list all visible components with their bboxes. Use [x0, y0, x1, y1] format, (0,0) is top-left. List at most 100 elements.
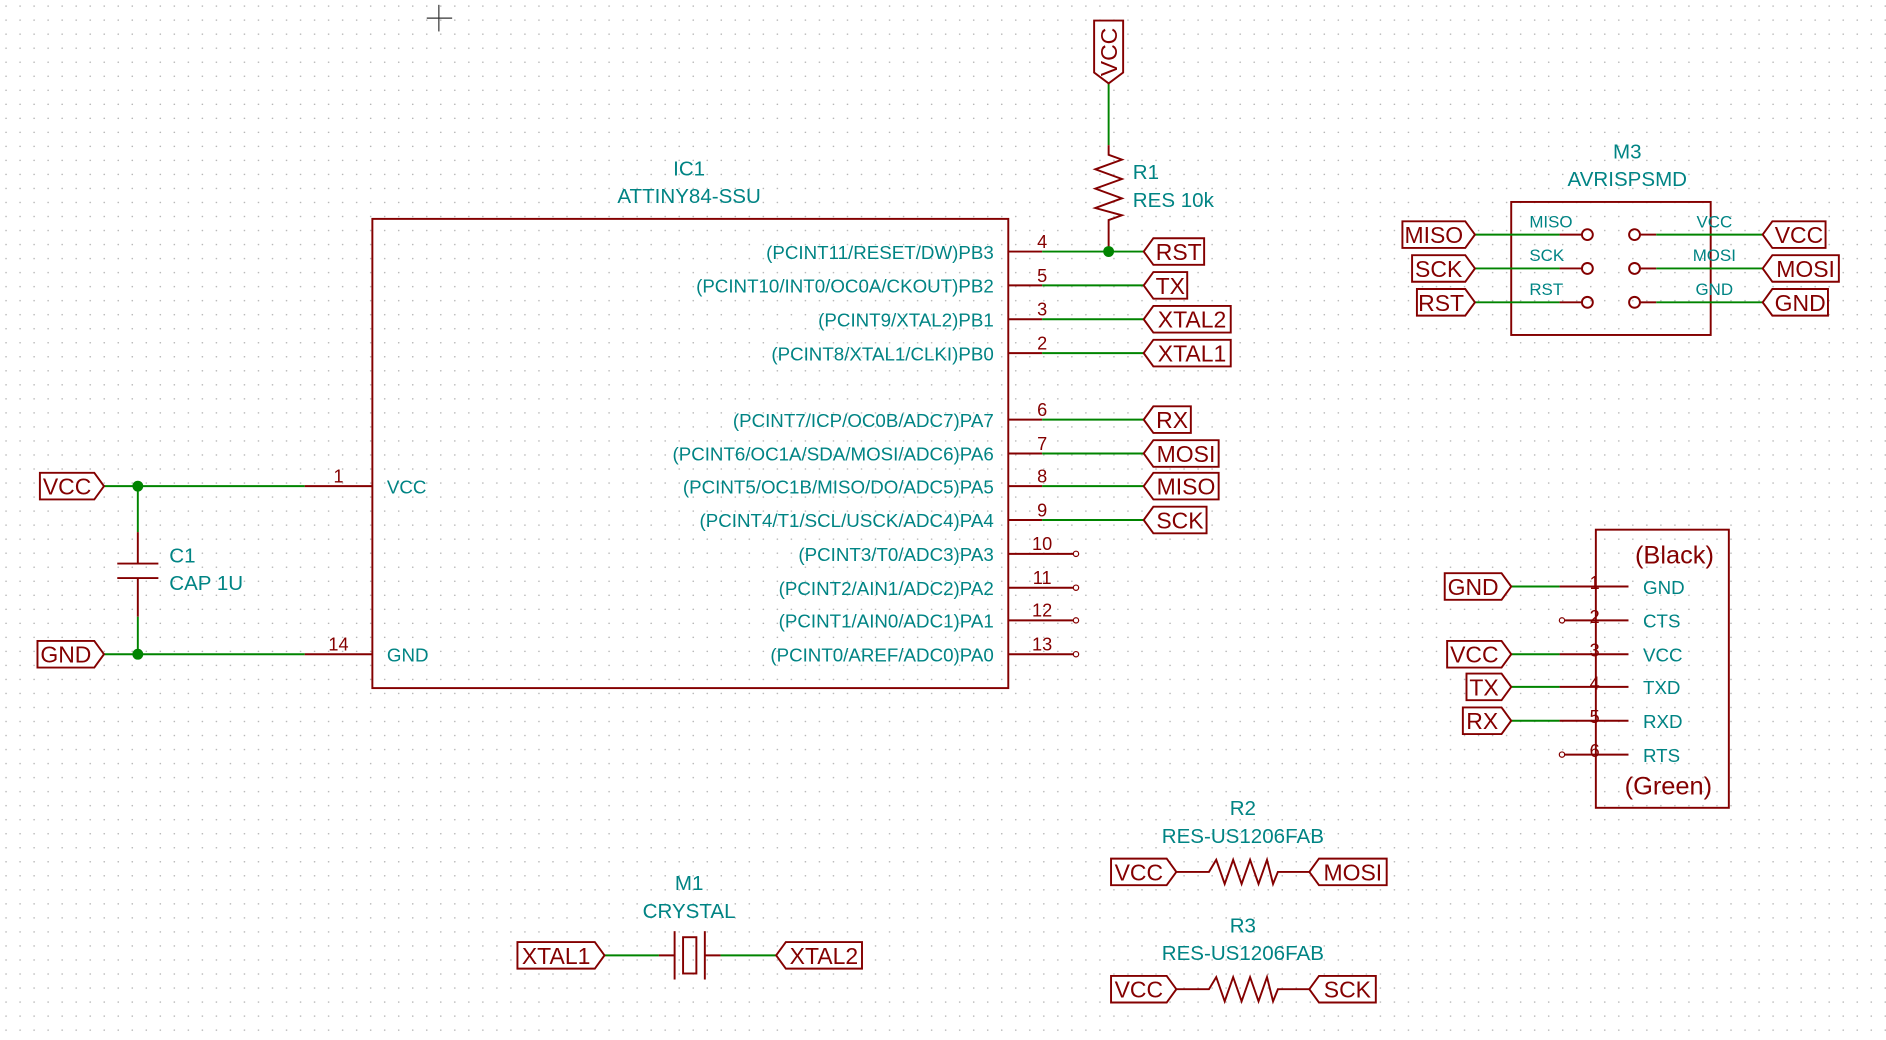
net-label-vcc-vertical[interactable]: VCC [1093, 19, 1125, 85]
net-label-shape [1761, 288, 1829, 317]
net-label-miso[interactable]: MISO [1142, 471, 1220, 501]
ic1-pin-number: 6 [1037, 400, 1047, 420]
ftdi-pin-name: RXD [1643, 711, 1683, 732]
m3-pin-circle [1580, 295, 1594, 309]
net-label-shape [1142, 471, 1220, 501]
r3-value: RES-US1206FAB [1162, 942, 1324, 965]
net-label-shape [1142, 271, 1189, 300]
ic1-pin-name: (PCINT2/AIN1/ADC2)PA2 [779, 578, 994, 599]
net-label-shape [1443, 572, 1513, 601]
m3-value: AVRISPSMD [1568, 168, 1687, 191]
m1-ref: M1 [675, 872, 704, 895]
net-label-rx[interactable]: RX [1142, 405, 1192, 434]
m3-pin-name: RST [1529, 280, 1563, 299]
crosshair-cursor-icon [426, 4, 453, 32]
net-label-xtal2[interactable]: XTAL2 [1142, 304, 1232, 334]
net-label-sck[interactable]: SCK [1142, 505, 1208, 535]
net-label-gnd[interactable]: GND [1761, 288, 1829, 317]
net-label-shape [1110, 857, 1178, 887]
ic1-pin-name: (PCINT7/ICP/OC0B/ADC7)PA7 [733, 410, 994, 431]
net-label-sck[interactable]: SCK [1411, 254, 1477, 283]
ic1-pin-number: 8 [1037, 467, 1047, 487]
net-label-gnd[interactable]: GND [36, 639, 106, 669]
net-label-xtal1[interactable]: XTAL1 [1142, 338, 1232, 368]
ic1-pin-number: 11 [1033, 568, 1052, 588]
net-label-shape [516, 941, 606, 970]
net-label-vcc[interactable]: VCC [1446, 639, 1513, 669]
ic1-pin-name: (PCINT10/INT0/OC0A/CKOUT)PB2 [696, 276, 994, 297]
junction-dot [132, 480, 144, 492]
ftdi-pin-number: 6 [1590, 741, 1600, 761]
ic1-pin-number: 5 [1037, 266, 1047, 286]
net-label-vcc[interactable]: VCC [1110, 857, 1178, 887]
net-label-miso[interactable]: MISO [1401, 220, 1477, 249]
no-connect-pin-end-icon [1072, 584, 1080, 591]
ftdi-bottom-text: (Green) [1625, 773, 1712, 801]
net-label-text: XTAL2 [1158, 307, 1227, 333]
ftdi-header[interactable]: (Black) (Green) [1594, 528, 1730, 809]
net-label-mosi[interactable]: MOSI [1142, 439, 1220, 468]
ic1-pin-name: (PCINT1/AIN0/ADC1)PA1 [779, 611, 994, 632]
ftdi-pin-name: VCC [1643, 644, 1683, 665]
net-label-text: MOSI [1776, 256, 1835, 282]
net-label-text: MISO [1157, 474, 1216, 500]
net-label-vcc[interactable]: VCC [1110, 974, 1178, 1004]
net-label-shape [1308, 974, 1377, 1004]
ftdi-pin-number: 4 [1590, 673, 1600, 693]
ic1-pin-number: 7 [1037, 434, 1047, 454]
m3-pin-name: SCK [1529, 246, 1564, 265]
net-label-shape [1761, 220, 1827, 249]
ftdi-top-text: (Black) [1635, 542, 1714, 570]
net-label-text: GND [1448, 574, 1499, 600]
r1-component[interactable]: R1 RES 10k VCC [1092, 19, 1215, 257]
ftdi-body[interactable] [1594, 528, 1730, 809]
m1-crystal[interactable]: M1 CRYSTAL [604, 872, 777, 980]
net-label-vcc[interactable]: VCC [1761, 220, 1827, 249]
ic1-pin-number: 2 [1037, 333, 1047, 353]
net-label-text: VCC [1775, 222, 1823, 248]
ic1-pin-number: 10 [1032, 534, 1052, 554]
net-label-shape [1110, 974, 1178, 1004]
net-label-text: GND [1775, 290, 1826, 316]
net-label-text: RX [1156, 407, 1188, 433]
m3-pin-circle [1580, 228, 1594, 242]
ftdi-pin-name: RTS [1643, 745, 1680, 766]
c1-value: CAP 1U [169, 572, 243, 595]
net-label-tx[interactable]: TX [1142, 271, 1189, 300]
m3-ref: M3 [1613, 140, 1642, 163]
net-label-shape [36, 639, 106, 669]
net-label-sck[interactable]: SCK [1308, 974, 1377, 1004]
net-label-shape [774, 941, 863, 970]
c1-component[interactable]: C1 CAP 1U [117, 486, 243, 655]
net-label-mosi[interactable]: MOSI [1308, 857, 1388, 887]
ftdi-pin-name: CTS [1643, 611, 1680, 632]
net-label-xtal1[interactable]: XTAL1 [516, 941, 606, 970]
r3-ref: R3 [1230, 914, 1256, 937]
net-label-rst[interactable]: RST [1415, 288, 1477, 317]
ic1-pin-name: (PCINT6/OC1A/SDA/MOSI/ADC6)PA6 [672, 444, 993, 465]
net-label-text: MOSI [1157, 441, 1216, 467]
net-label-gnd[interactable]: GND [1443, 572, 1513, 601]
net-label-xtal2[interactable]: XTAL2 [774, 941, 863, 970]
net-label-shape [1142, 405, 1192, 434]
ic1-pin-name: VCC [387, 476, 427, 497]
r3-component[interactable]: R3 RES-US1206FAB [1162, 914, 1324, 1005]
net-label-rst[interactable]: RST [1142, 237, 1206, 266]
no-connect-pin-end-icon [1558, 617, 1566, 624]
net-label-mosi[interactable]: MOSI [1761, 254, 1840, 283]
net-label-shape [1142, 304, 1232, 334]
net-label-tx[interactable]: TX [1465, 672, 1513, 702]
net-label-text: RST [1156, 239, 1202, 265]
net-label-vcc[interactable]: VCC [38, 471, 106, 501]
net-label-text: MISO [1404, 222, 1463, 248]
net-label-rx[interactable]: RX [1461, 706, 1513, 736]
net-label-shape [1415, 288, 1477, 317]
m3-pin-circle [1628, 262, 1641, 275]
ftdi-pin-number: 5 [1590, 707, 1600, 727]
ic1-pin-number: 3 [1037, 300, 1047, 320]
m3-pin-circle [1628, 295, 1641, 309]
ic1-value: ATTINY84-SSU [617, 185, 760, 208]
r2-component[interactable]: R2 RES-US1206FAB [1162, 797, 1324, 888]
